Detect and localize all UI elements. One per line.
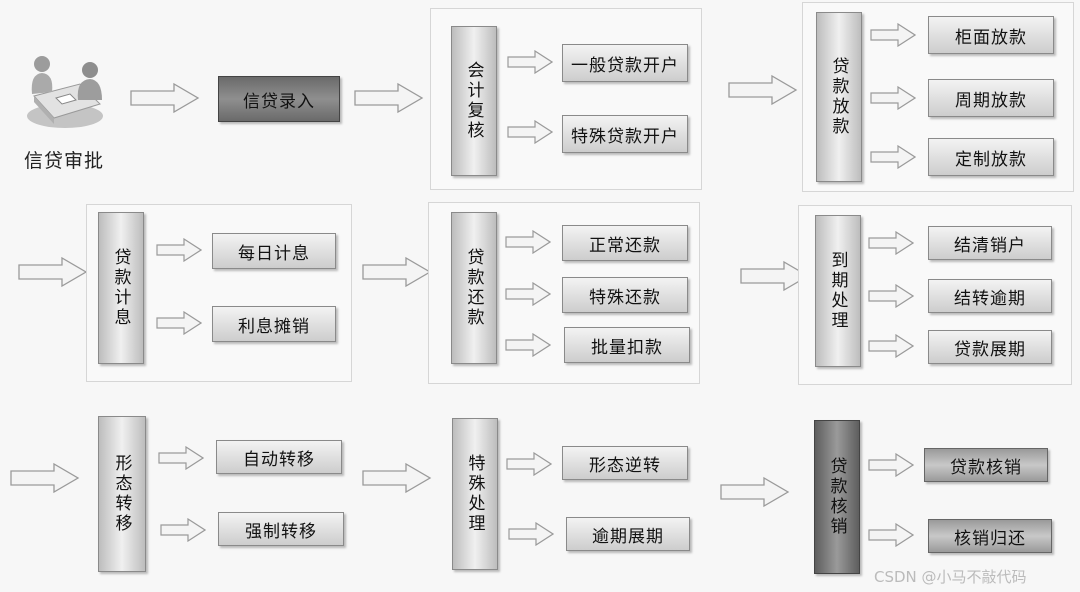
watermark-text: CSDN @小马不敲代码 bbox=[874, 568, 1027, 586]
status-reversal-box: 形态逆转 bbox=[562, 446, 688, 480]
flow-arrow-icon bbox=[362, 256, 432, 288]
disbursement-title-box: 贷款放款 bbox=[816, 12, 862, 182]
normal-repayment-label: 正常还款 bbox=[589, 235, 661, 256]
general-loan-account-box: 一般贷款开户 bbox=[562, 44, 688, 82]
loan-extension-label: 贷款展期 bbox=[954, 339, 1026, 360]
flow-arrow-icon bbox=[720, 476, 790, 508]
credit-entry-box: 信贷录入 bbox=[218, 76, 340, 122]
writeoff-title: 贷款核销 bbox=[826, 457, 847, 537]
loan-writeoff-label: 贷款核销 bbox=[950, 457, 1022, 478]
branch-arrow-icon bbox=[507, 50, 553, 74]
custom-disbursement-box: 定制放款 bbox=[928, 138, 1054, 176]
flow-arrow-icon bbox=[10, 462, 80, 494]
status-transfer-title-box: 形态转移 bbox=[98, 416, 146, 572]
disbursement-title: 贷款放款 bbox=[828, 57, 849, 137]
flow-arrow-icon bbox=[362, 462, 432, 494]
daily-interest-box: 每日计息 bbox=[212, 233, 336, 269]
branch-arrow-icon bbox=[505, 230, 551, 254]
settle-close-account-box: 结清销户 bbox=[928, 226, 1052, 260]
repayment-title-box: 贷款还款 bbox=[451, 212, 497, 364]
branch-arrow-icon bbox=[508, 522, 554, 546]
custom-disbursement-label: 定制放款 bbox=[955, 149, 1027, 170]
loan-writeoff-box: 贷款核销 bbox=[924, 448, 1048, 482]
maturity-title: 到期处理 bbox=[827, 251, 848, 331]
transfer-overdue-label: 结转逾期 bbox=[954, 288, 1026, 309]
transfer-overdue-box: 结转逾期 bbox=[928, 279, 1052, 313]
repayment-title: 贷款还款 bbox=[463, 248, 484, 328]
periodic-disbursement-box: 周期放款 bbox=[928, 79, 1054, 117]
flow-arrow-icon bbox=[18, 256, 88, 288]
branch-arrow-icon bbox=[868, 453, 914, 477]
special-repayment-box: 特殊还款 bbox=[562, 277, 688, 313]
approval-label: 信贷审批 bbox=[24, 150, 105, 172]
auto-transfer-box: 自动转移 bbox=[216, 440, 342, 474]
interest-title: 贷款计息 bbox=[110, 248, 131, 328]
writeoff-title-box: 贷款核销 bbox=[814, 420, 860, 574]
flow-arrow-icon bbox=[728, 74, 798, 106]
overdue-extension-label: 逾期展期 bbox=[592, 526, 664, 547]
normal-repayment-box: 正常还款 bbox=[562, 225, 688, 261]
daily-interest-label: 每日计息 bbox=[238, 243, 310, 264]
flow-arrow-icon bbox=[740, 260, 810, 292]
branch-arrow-icon bbox=[868, 284, 914, 308]
branch-arrow-icon bbox=[868, 334, 914, 358]
credit-entry-label: 信贷录入 bbox=[243, 91, 315, 112]
forced-transfer-box: 强制转移 bbox=[218, 512, 344, 546]
settle-close-account-label: 结清销户 bbox=[954, 235, 1026, 256]
counter-disbursement-box: 柜面放款 bbox=[928, 16, 1054, 54]
branch-arrow-icon bbox=[868, 523, 914, 547]
branch-arrow-icon bbox=[507, 120, 553, 144]
interest-title-box: 贷款计息 bbox=[98, 212, 144, 364]
branch-arrow-icon bbox=[158, 446, 204, 470]
overdue-extension-box: 逾期展期 bbox=[566, 517, 690, 551]
special-loan-account-label: 特殊贷款开户 bbox=[571, 126, 679, 147]
special-handling-title-box: 特殊处理 bbox=[452, 418, 498, 570]
branch-arrow-icon bbox=[156, 311, 202, 335]
branch-arrow-icon bbox=[505, 282, 551, 306]
branch-arrow-icon bbox=[870, 86, 916, 110]
counter-disbursement-label: 柜面放款 bbox=[955, 27, 1027, 48]
branch-arrow-icon bbox=[156, 238, 202, 262]
flow-arrow-icon bbox=[354, 82, 424, 114]
accounting-review-title: 会计复核 bbox=[463, 61, 484, 141]
flow-arrow-icon bbox=[130, 82, 200, 114]
batch-deduction-box: 批量扣款 bbox=[564, 327, 690, 363]
meeting-people-icon bbox=[27, 56, 103, 128]
special-repayment-label: 特殊还款 bbox=[589, 287, 661, 308]
branch-arrow-icon bbox=[870, 23, 916, 47]
interest-amortization-box: 利息摊销 bbox=[212, 306, 336, 342]
branch-arrow-icon bbox=[505, 333, 551, 357]
branch-arrow-icon bbox=[868, 231, 914, 255]
branch-arrow-icon bbox=[870, 145, 916, 169]
interest-amortization-label: 利息摊销 bbox=[238, 316, 310, 337]
branch-arrow-icon bbox=[506, 452, 552, 476]
loan-extension-box: 贷款展期 bbox=[928, 330, 1052, 364]
accounting-review-title-box: 会计复核 bbox=[451, 26, 497, 176]
maturity-title-box: 到期处理 bbox=[815, 215, 861, 367]
special-loan-account-box: 特殊贷款开户 bbox=[562, 115, 688, 153]
status-transfer-title: 形态转移 bbox=[111, 454, 132, 534]
forced-transfer-label: 强制转移 bbox=[245, 521, 317, 542]
writeoff-return-label: 核销归还 bbox=[954, 528, 1026, 549]
writeoff-return-box: 核销归还 bbox=[928, 519, 1052, 553]
batch-deduction-label: 批量扣款 bbox=[591, 337, 663, 358]
periodic-disbursement-label: 周期放款 bbox=[955, 90, 1027, 111]
status-reversal-label: 形态逆转 bbox=[589, 455, 661, 476]
special-handling-title: 特殊处理 bbox=[464, 454, 485, 534]
general-loan-account-label: 一般贷款开户 bbox=[571, 55, 679, 76]
branch-arrow-icon bbox=[160, 518, 206, 542]
auto-transfer-label: 自动转移 bbox=[243, 449, 315, 470]
